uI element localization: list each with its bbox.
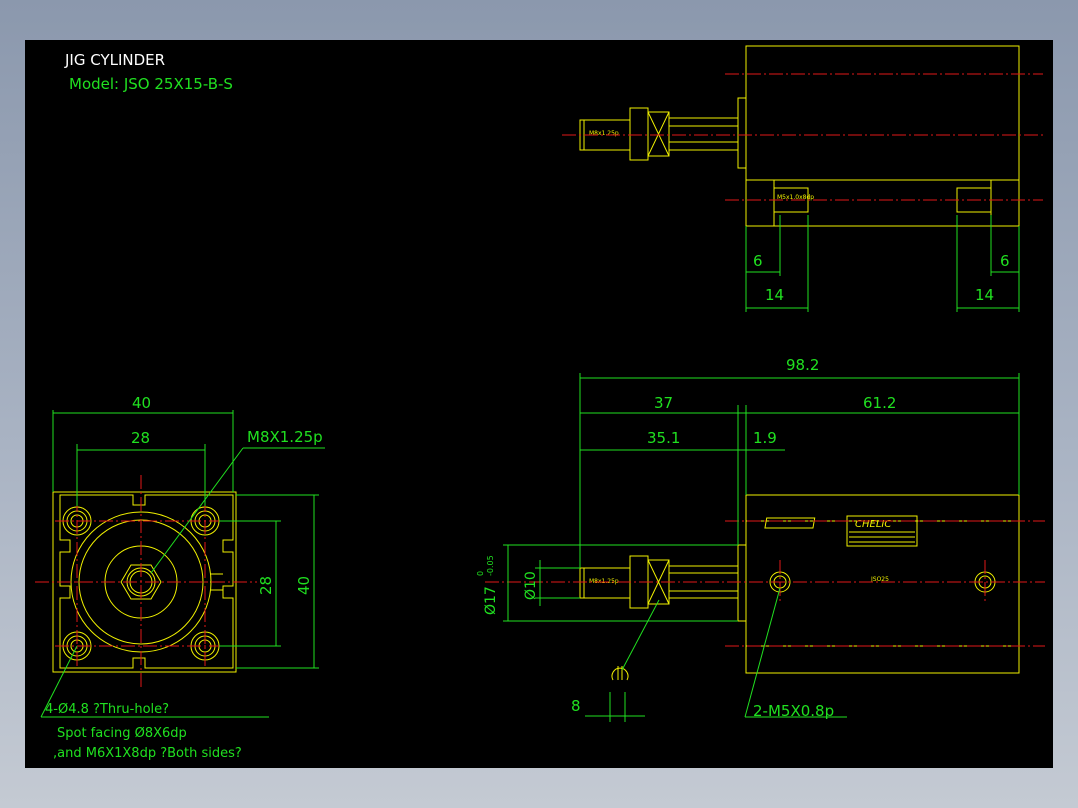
- dim-wrench: 8: [571, 697, 581, 715]
- tol-lower: -0.05: [486, 555, 495, 576]
- side-view: CHELIC JSO25 M8x1.25p: [476, 356, 1045, 722]
- top-port-thread-label: M5x1.0x8dp: [777, 194, 814, 201]
- dim-thread-diameter: Ø10: [523, 571, 539, 600]
- wrench-icon: [611, 667, 629, 681]
- dim-rod-length: 37: [654, 394, 673, 412]
- cad-drawing: JIG CYLINDER Model: JSO 25X15-B-S M8x1.2…: [35, 45, 1045, 761]
- dim-total-length: 98.2: [786, 356, 819, 374]
- top-rod-thread-label: M8x1.25p: [589, 130, 619, 137]
- dim-height-28: 28: [257, 576, 275, 595]
- front-view: 40 28 28 40 M8X1.25p 4-Ø4.8 ?Thru-hole? …: [35, 394, 325, 761]
- front-view-profile: [59, 494, 234, 669]
- top-view: M8x1.25p M5x1.0x8dp 6 6 14 14: [562, 45, 1043, 312]
- dim-rod-to-flange: 35.1: [647, 429, 680, 447]
- dim-width-40: 40: [132, 394, 151, 412]
- dim-rod-diameter: Ø17: [483, 586, 499, 615]
- dim-body-length: 61.2: [863, 394, 896, 412]
- hole-note: 4-Ø4.8 ?Thru-hole?: [45, 702, 169, 717]
- dim-width-28: 28: [131, 429, 150, 447]
- front-rod-thread-label: M8X1.25p: [247, 428, 323, 446]
- spot-facing-note: Spot facing Ø8X6dp: [57, 726, 187, 741]
- dim-height-40: 40: [295, 576, 313, 595]
- brand-label: CHELIC: [855, 519, 891, 530]
- dim-14-right: 14: [975, 286, 994, 304]
- thread-note: ,and M6X1X8dp ?Both sides?: [53, 746, 242, 761]
- model-label: Model: JSO 25X15-B-S: [69, 75, 233, 93]
- side-model-label: JSO25: [870, 576, 889, 583]
- drawing-title: JIG CYLINDER: [64, 51, 165, 69]
- dim-flange: 1.9: [753, 429, 777, 447]
- cad-drawing-canvas: JIG CYLINDER Model: JSO 25X15-B-S M8x1.2…: [25, 40, 1053, 768]
- dim-6-right: 6: [1000, 252, 1010, 270]
- port-note: 2-M5X0.8p: [753, 702, 834, 720]
- dim-6-left: 6: [753, 252, 763, 270]
- dim-14-left: 14: [765, 286, 784, 304]
- tol-upper: 0: [476, 571, 485, 576]
